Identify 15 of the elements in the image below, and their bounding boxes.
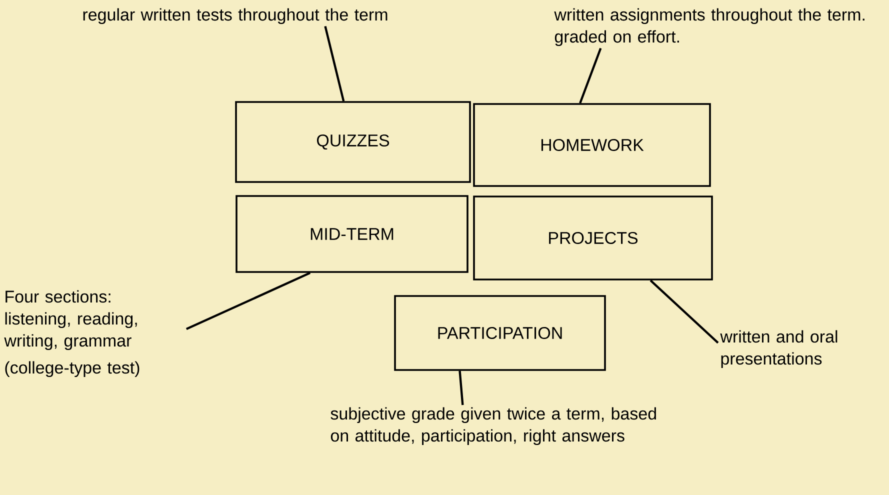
note-text: Four sections: listening, reading, writing, grammar (college-type test) xyxy=(4,290,140,378)
text-box: PARTICIPATION xyxy=(394,295,606,371)
note-text: written assignments throughout the term. graded on effort. xyxy=(554,8,864,46)
note-text: regular written tests throughout the term xyxy=(83,8,388,24)
leader-line xyxy=(458,370,464,406)
leader-line xyxy=(650,280,719,344)
leader-line xyxy=(186,272,311,330)
leader-line xyxy=(324,26,345,102)
text-box: PROJECTS xyxy=(473,196,713,280)
leader-line xyxy=(579,48,602,104)
text-box: QUIZZES xyxy=(235,101,471,183)
text-box: MID-TERM xyxy=(236,195,468,273)
text-box: HOMEWORK xyxy=(473,103,711,187)
note-text: subjective grade given twice a term, based on attitude, participation, right answers xyxy=(330,407,656,446)
note-text: written and oral presentations xyxy=(720,330,838,368)
